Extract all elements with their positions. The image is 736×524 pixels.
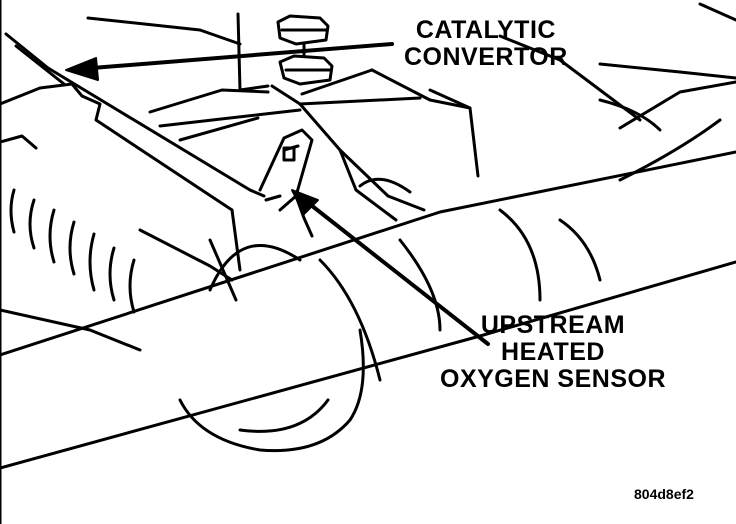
catalytic-convertor-arrow-line xyxy=(90,42,394,70)
catalytic-convertor-arrowhead xyxy=(65,57,99,81)
shield-ribs xyxy=(9,188,136,314)
upstream-oxygen-sensor-label: UPSTREAM HEATED OXYGEN SENSOR xyxy=(440,312,666,393)
callout-line: UPSTREAM xyxy=(480,311,626,339)
sensor-arrow-line xyxy=(300,196,490,346)
callout-line: CATALYTIC xyxy=(415,16,556,44)
exhaust-bracket xyxy=(148,12,472,222)
callout-line: CONVERTOR xyxy=(404,43,568,71)
leader-arrows xyxy=(90,42,490,346)
callout-line: OXYGEN SENSOR xyxy=(440,365,666,393)
catalytic-convertor-shield xyxy=(0,32,266,352)
sensor-arrowhead xyxy=(291,189,319,215)
mounting-bolts xyxy=(276,14,334,86)
exhaust-pipe-curves xyxy=(178,98,722,453)
figure-id: 804d8ef2 xyxy=(634,486,694,502)
catalytic-convertor-label: CATALYTIC CONVERTOR xyxy=(404,17,568,71)
callout-line: HEATED xyxy=(501,338,605,366)
oxygen-sensor-shape xyxy=(258,128,314,238)
